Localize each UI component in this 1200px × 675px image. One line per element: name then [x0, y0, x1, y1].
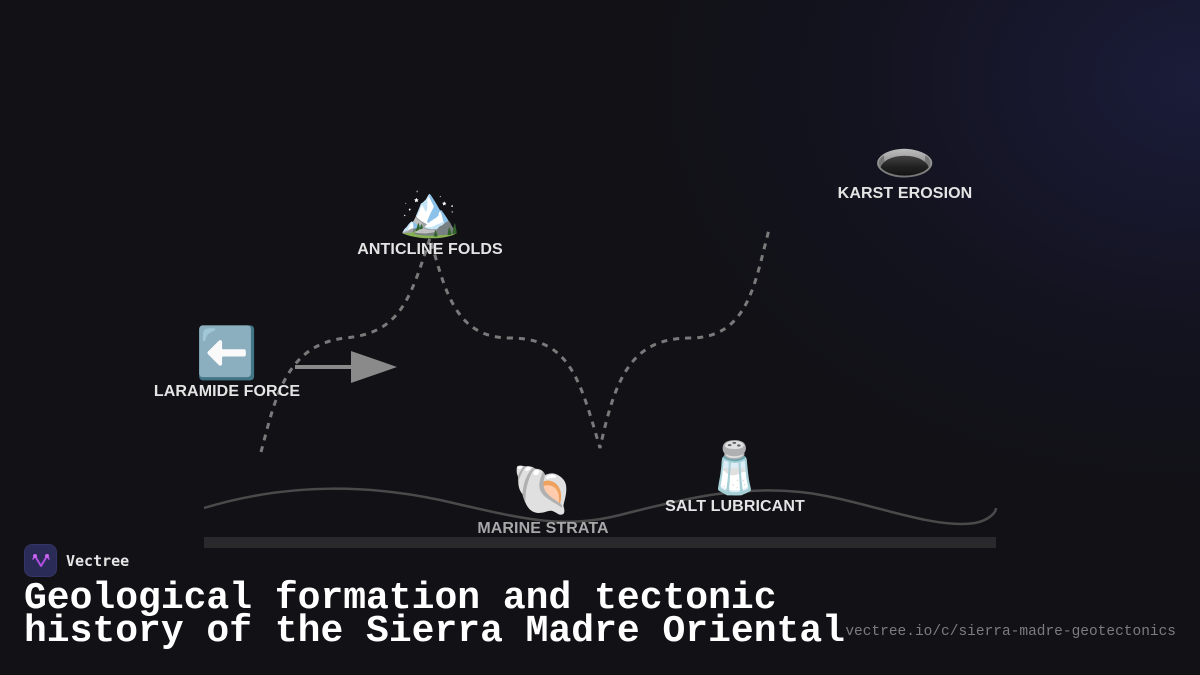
node-label: MARINE STRATA: [477, 520, 609, 537]
connector-path: [259, 225, 772, 453]
left-arrow-button-icon: ⬅️: [195, 325, 259, 381]
brand-name: Vectree: [66, 551, 130, 570]
title-line-2: history of the Sierra Madre Oriental: [24, 610, 845, 653]
brand: Vectree: [24, 544, 129, 577]
node-karst-erosion[interactable]: 🕳️ KARST EROSION: [838, 127, 973, 203]
node-label: LARAMIDE FORCE: [153, 383, 301, 400]
source-url[interactable]: vectree.io/c/sierra-madre-geotectonics: [845, 624, 1176, 640]
node-label: ANTICLINE FOLDS: [357, 241, 503, 258]
title-line-1: Geological formation and tectonic: [24, 577, 777, 620]
node-label: KARST EROSION: [837, 185, 973, 202]
strata-line: [203, 487, 998, 526]
node-laramide-force[interactable]: ⬅️ LARAMIDE FORCE: [154, 325, 300, 401]
spiral-shell-icon: 🐚: [511, 462, 575, 518]
node-marine-strata[interactable]: 🐚 MARINE STRATA: [477, 462, 608, 538]
ground-bar: [204, 537, 996, 548]
node-label: SALT LUBRICANT: [665, 498, 805, 515]
snow-capped-mountain-icon: 🏔️: [398, 183, 462, 239]
node-salt-lubricant[interactable]: 🧂 SALT LUBRICANT: [665, 440, 805, 516]
page-title: Geological formation and tectonic histor…: [24, 580, 845, 651]
hole-icon: 🕳️: [873, 127, 937, 183]
node-anticline-folds[interactable]: 🏔️ ANTICLINE FOLDS: [357, 183, 503, 259]
vectree-logo-icon: [24, 544, 57, 577]
force-arrow: [295, 351, 397, 383]
salt-shaker-icon: 🧂: [703, 440, 767, 496]
